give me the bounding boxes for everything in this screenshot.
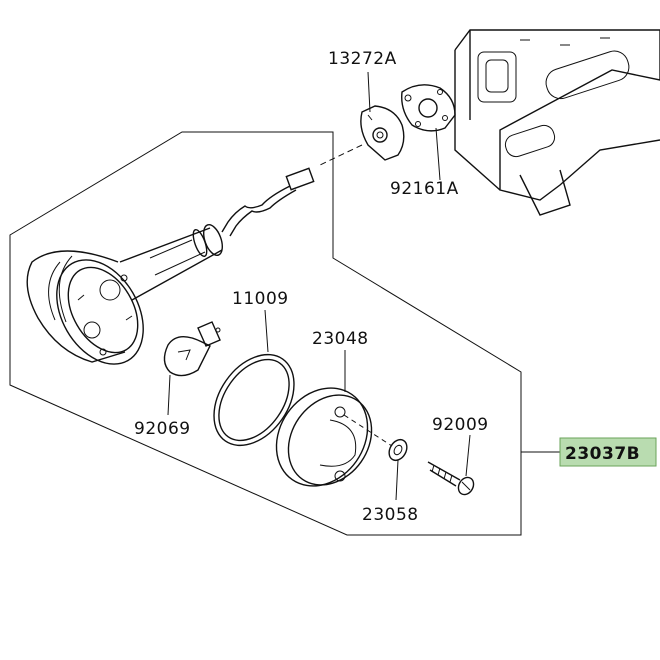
leader-23058 xyxy=(395,459,399,501)
gasket-13272A xyxy=(360,105,405,161)
lens-23048 xyxy=(275,387,373,487)
label-11009[interactable]: 11009 xyxy=(232,289,289,309)
turn-signal-housing xyxy=(26,224,223,365)
leader-92009 xyxy=(465,434,471,477)
washer-23058 xyxy=(388,438,408,462)
dash-23058 xyxy=(343,414,393,447)
leader-92161A xyxy=(435,127,441,181)
label-92161A[interactable]: 92161A xyxy=(390,179,459,199)
plate-92161A xyxy=(401,84,456,132)
label-23037B[interactable]: 23037B xyxy=(565,444,640,464)
leader-11009 xyxy=(264,309,269,353)
leader-13272A xyxy=(367,71,371,113)
oring-11009 xyxy=(213,353,295,447)
highlight-box-23037B xyxy=(559,437,657,467)
bulb-92069 xyxy=(163,321,221,377)
leader-92069 xyxy=(167,374,171,416)
label-92009[interactable]: 92009 xyxy=(432,415,489,435)
screw-92009 xyxy=(427,461,475,496)
frame-bracket xyxy=(454,29,660,216)
label-23048[interactable]: 23048 xyxy=(312,329,369,349)
label-23058[interactable]: 23058 xyxy=(362,505,419,525)
label-92069[interactable]: 92069 xyxy=(134,419,191,439)
wire-connector xyxy=(221,144,363,237)
label-13272A[interactable]: 13272A xyxy=(328,49,397,69)
assembly-outline xyxy=(9,131,522,536)
